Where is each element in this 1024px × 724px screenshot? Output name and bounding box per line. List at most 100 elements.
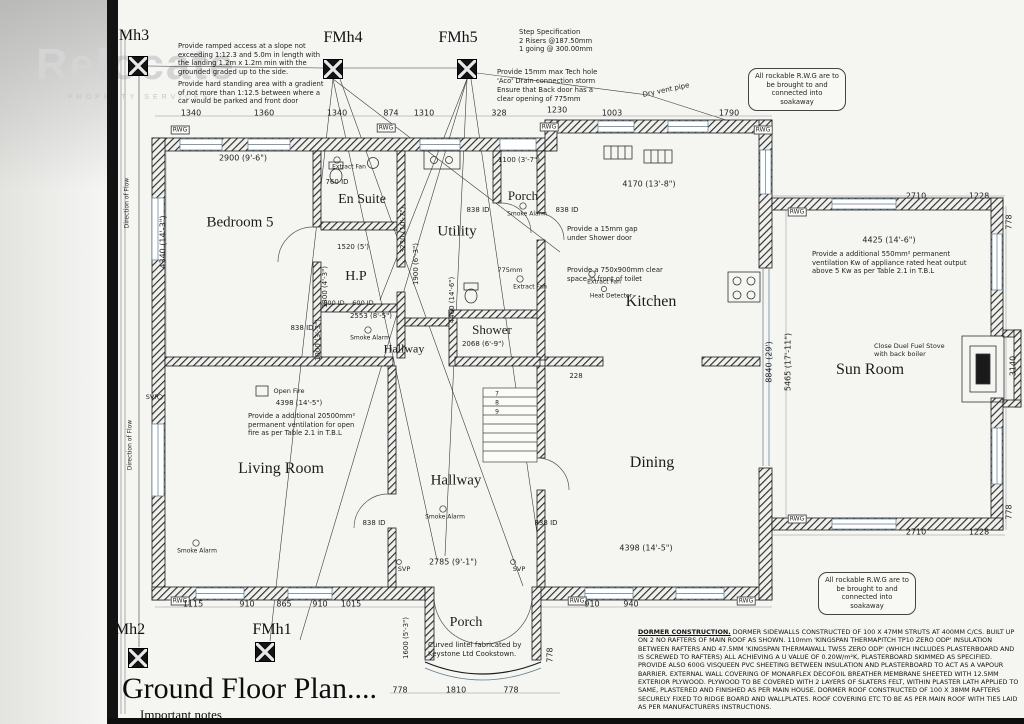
dimension-label: 778 (1004, 214, 1014, 230)
manhole-marker-mh2 (128, 648, 148, 668)
dimension-label: 1340 (326, 108, 348, 118)
dry-vent-pipe-label: Dry vent pipe (641, 81, 691, 99)
dimension-label: 2710 (905, 191, 927, 201)
note-sunroom-vent: Provide a additional 550mm² permanent ve… (812, 250, 967, 276)
dimension-label: 1360 (253, 108, 275, 118)
dimension-label: 228 (569, 372, 583, 380)
dimension-label: 4170 (13'-8") (622, 179, 676, 189)
rwg-label: RWG (787, 514, 807, 524)
dimension-label: 1790 (718, 108, 740, 118)
dimension-label: 838 ID (290, 324, 314, 332)
note-hard-standing: Provide hard standing area with a gradie… (178, 80, 324, 106)
dimension-label: 1600 (5'-3") (402, 616, 410, 660)
dimension-label: 4398 (14'-5") (619, 543, 673, 553)
note-shower-gap: Provide a 15mm gap under Shower door (567, 225, 638, 242)
room-label-porch-top: Porch (507, 188, 539, 203)
room-label-sun-room: Sun Room (835, 361, 905, 378)
dimension-label: 940 (623, 599, 639, 609)
dimension-label: 865 (276, 599, 292, 609)
rwg-label: RWG (753, 125, 773, 135)
note-soakaway-top: All rockable R.W.G are to be brought to … (748, 68, 846, 111)
smoke-alarm-label: Smoke Alarm (177, 547, 217, 555)
dimension-label: 910 (239, 599, 255, 609)
extract-fan-label: Extract Fan (332, 163, 366, 171)
manhole-marker-fmh1 (255, 642, 275, 662)
note-toilet-space: Provide a 750x900mm clear space in front… (567, 266, 663, 283)
dimension-label: 775mm (497, 266, 523, 274)
dimension-label: 1900 (6'-3") (412, 242, 420, 286)
manhole-marker-mh3 (128, 56, 148, 76)
dimension-label: 838 ID (362, 519, 386, 527)
windows (151, 120, 1003, 681)
dimension-label: 1340 (180, 108, 202, 118)
stairs (482, 387, 538, 463)
room-label-hallway-upper: Hallway (383, 341, 425, 356)
title-block: Ground Floor Plan.... Important notes (122, 672, 377, 723)
note-tech-hole: Provide 15mm max Tech hole (497, 68, 598, 76)
extract-fan-label: Extract Fan (587, 278, 621, 286)
manhole-marker-fmh4 (323, 59, 343, 79)
dimension-label: 1228 (968, 527, 990, 537)
dimension-label: 1810 (445, 685, 467, 695)
dormer-construction-note: DORMER CONSTRUCTION. DORMER SIDEWALLS CO… (638, 628, 1022, 711)
room-label-kitchen: Kitchen (625, 293, 677, 310)
svp-label: SVP (397, 565, 411, 573)
stair-number: 9 (495, 408, 499, 416)
direction-of-flow-label: Direction of Flow (126, 419, 134, 471)
manhole-label-mh2: Mh2 (114, 621, 146, 638)
room-label-hp: H.P (345, 269, 367, 284)
heat-detector-label: Heat Detector (589, 292, 633, 300)
rwg-label: RWG (787, 207, 807, 217)
manhole-label-fmh4: FMh4 (323, 29, 363, 46)
svp-label: SVP (512, 565, 526, 573)
dimension-label: 1230 (546, 105, 568, 115)
room-label-utility: Utility (437, 223, 477, 240)
extract-fan-label: Extract Fan (513, 283, 547, 291)
watermark-tagline: PROPERTY SERVICES (68, 94, 212, 101)
room-label-bedroom-5: Bedroom 5 (206, 214, 274, 231)
sheet-frame-lines (120, 30, 126, 714)
scan-shade-topleft (0, 0, 118, 190)
note-soakaway-bottom: All rockable R.W.G are to be brought to … (818, 572, 916, 615)
dimension-chain-lines (155, 115, 1007, 694)
drainage-lines (138, 65, 761, 647)
device-symbols (157, 156, 607, 565)
dimension-label: 3140 (1008, 355, 1018, 377)
door-arcs (277, 202, 570, 645)
walls (151, 119, 1022, 661)
dimension-label: 838 ID (466, 206, 490, 214)
dimension-label: 2068 (6'-9") (461, 340, 505, 348)
manhole-label-fmh1: FMh1 (252, 621, 292, 638)
dimension-label: 1100 (3'-7") (497, 156, 541, 164)
rwg-label: RWG (170, 125, 190, 135)
room-label-en-suite: En Suite (338, 192, 386, 207)
scan-black-bar (107, 0, 118, 724)
dimension-label: 3230 (10'-7") (399, 206, 407, 254)
dimension-label: 4425 (14'-6") (862, 235, 916, 245)
fixtures (255, 145, 1005, 403)
dimension-label: 4460 (14'-6") (448, 276, 456, 324)
dimension-label: 1000 (3'-3") (314, 318, 322, 362)
note-step-spec: Step Specification 2 Risers @187.50mm 1 … (519, 28, 593, 54)
note-back-door: Ensure that Back door has a clear openin… (497, 86, 593, 103)
rwg-label: RWG (170, 596, 190, 606)
dimension-label: 4340 (14'-3") (158, 215, 168, 269)
room-label-dining: Dining (629, 454, 675, 471)
room-label-porch-bottom: Porch (449, 615, 483, 630)
dimension-label: 910 (584, 599, 600, 609)
rwg-label: RWG (736, 596, 756, 606)
note-aco-drain: 'Aco' Drain connection storm (497, 77, 596, 85)
room-label-living-room: Living Room (238, 460, 324, 477)
dimension-label: 778 (503, 685, 519, 695)
open-fire-label: Open Fire (273, 387, 305, 395)
dimension-label: 838 ID (534, 519, 558, 527)
dimension-label: 874 (383, 108, 399, 118)
note-livingroom-vent: Provide a additional 20500mm² permanent … (248, 412, 356, 438)
stair-number: 8 (495, 399, 499, 407)
dimension-label: 600 ID (352, 299, 374, 307)
dimension-label: 2900 (9'-6") (218, 153, 268, 163)
dimension-label: 778 (545, 647, 555, 663)
manhole-marker-fmh5 (457, 59, 477, 79)
